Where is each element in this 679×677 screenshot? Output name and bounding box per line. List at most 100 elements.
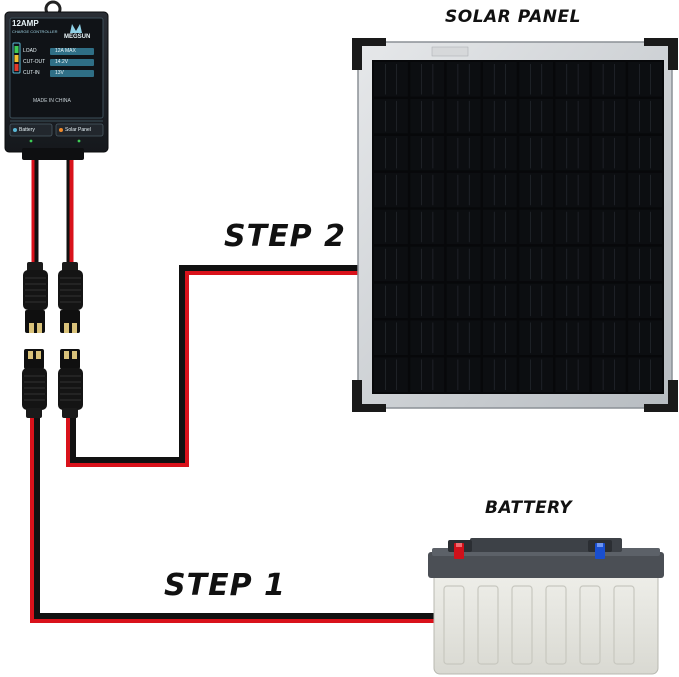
- solar-cell: [591, 283, 626, 319]
- controller-brand: MEGSUN: [64, 34, 91, 40]
- battery-button[interactable]: [9, 123, 53, 137]
- solar-cell: [628, 209, 662, 245]
- solar-wire-black: [70, 265, 370, 463]
- solar-cell: [519, 98, 554, 134]
- solar-cell: [374, 209, 408, 245]
- solar-cell: [446, 283, 481, 319]
- cut-in-row-bg: [50, 70, 94, 77]
- battery-button-label: Battery: [19, 127, 35, 133]
- battery-wire-black: [34, 410, 440, 619]
- solar-cell: [482, 320, 517, 355]
- solar-cell: [446, 98, 481, 134]
- solar-cell: [374, 246, 408, 282]
- controller-cable-gland: [22, 148, 84, 160]
- solar-cell: [628, 98, 662, 134]
- solar-cell: [410, 283, 445, 319]
- step-1-label: STEP 1: [164, 568, 286, 603]
- battery-ribs: [443, 585, 635, 665]
- solar-cell: [374, 98, 408, 134]
- solar-cell: [519, 283, 554, 319]
- solar-cell: [482, 135, 517, 171]
- battery-status-dot: [29, 139, 33, 143]
- solar-cell: [591, 98, 626, 134]
- battery-top-block: [470, 538, 622, 552]
- solar-cell: [591, 172, 626, 208]
- solar-cell: [410, 320, 445, 355]
- solar-cell: [410, 209, 445, 245]
- solar-cell: [374, 320, 408, 355]
- solar-cell: [628, 172, 662, 208]
- sae-plug-upper-left: [23, 262, 48, 333]
- battery-level-fill-red: [14, 64, 19, 71]
- solar-cell: [446, 135, 481, 171]
- solar-cell: [519, 209, 554, 245]
- solar-cell: [410, 246, 445, 282]
- cut-out-value: 14.2V: [55, 59, 69, 65]
- solar-cell: [374, 135, 408, 171]
- battery-led-icon: [13, 128, 17, 132]
- solar-cell: [410, 135, 445, 171]
- solar-cell: [555, 209, 590, 245]
- solar-cell: [555, 283, 590, 319]
- wires: [30, 150, 440, 623]
- controller-origin: MADE IN CHINA: [33, 98, 71, 104]
- solar-cell: [446, 357, 481, 392]
- solar-cell: [410, 62, 445, 97]
- panel-corner-bottom-right: [644, 380, 678, 412]
- solar-cell: [374, 283, 408, 319]
- panel-sticker: [431, 46, 469, 57]
- solar-cell: [519, 62, 554, 97]
- solar-cell: [482, 62, 517, 97]
- solar-cell: [482, 246, 517, 282]
- solar-cell: [591, 320, 626, 355]
- solar-status-dot: [77, 139, 81, 143]
- solar-cell: [555, 135, 590, 171]
- sae-connectors: [22, 262, 83, 418]
- load-value: 12A MAX: [55, 48, 76, 54]
- solar-cell: [555, 98, 590, 134]
- solar-cell: [555, 62, 590, 97]
- solar-cell: [555, 246, 590, 282]
- solar-cell: [374, 62, 408, 97]
- cut-in-value: 13V: [55, 70, 64, 76]
- battery-level-fill-yellow: [14, 55, 19, 62]
- panel-corner-top-left: [352, 38, 386, 70]
- solar-cell: [410, 357, 445, 392]
- solar-panel-title: SOLAR PANEL: [445, 7, 581, 27]
- solar-cell: [628, 135, 662, 171]
- solar-cell: [446, 320, 481, 355]
- solar-cell: [591, 357, 626, 392]
- solar-cell: [519, 320, 554, 355]
- battery-level-fill-green: [14, 46, 19, 53]
- solar-cell: [591, 246, 626, 282]
- solar-cells-grid: [374, 62, 662, 392]
- battery-terminal-positive: [448, 540, 472, 559]
- solar-panel-button[interactable]: [55, 123, 104, 137]
- cut-out-label: CUT-OUT: [23, 59, 46, 65]
- solar-cell: [482, 172, 517, 208]
- charge-controller: [4, 0, 109, 160]
- solar-cell: [519, 246, 554, 282]
- solar-cell: [446, 172, 481, 208]
- solar-cell: [410, 98, 445, 134]
- solar-cell: [410, 172, 445, 208]
- solar-cell: [591, 209, 626, 245]
- panel-corner-bottom-left: [352, 380, 386, 412]
- battery-title: BATTERY: [485, 498, 573, 518]
- solar-cell: [374, 357, 408, 392]
- solar-cell: [555, 320, 590, 355]
- battery-terminal-negative: [588, 540, 612, 559]
- solar-cell: [482, 209, 517, 245]
- load-label: LOAD: [23, 48, 37, 54]
- sae-plug-upper-right: [58, 262, 83, 333]
- solar-cell: [446, 246, 481, 282]
- solar-panel: [352, 38, 678, 412]
- solar-cell: [555, 172, 590, 208]
- solar-cell: [628, 62, 662, 97]
- load-row-bg: [50, 48, 94, 55]
- solar-cell: [628, 283, 662, 319]
- step-2-label: STEP 2: [224, 219, 346, 254]
- solar-cell: [482, 357, 517, 392]
- solar-cell: [519, 172, 554, 208]
